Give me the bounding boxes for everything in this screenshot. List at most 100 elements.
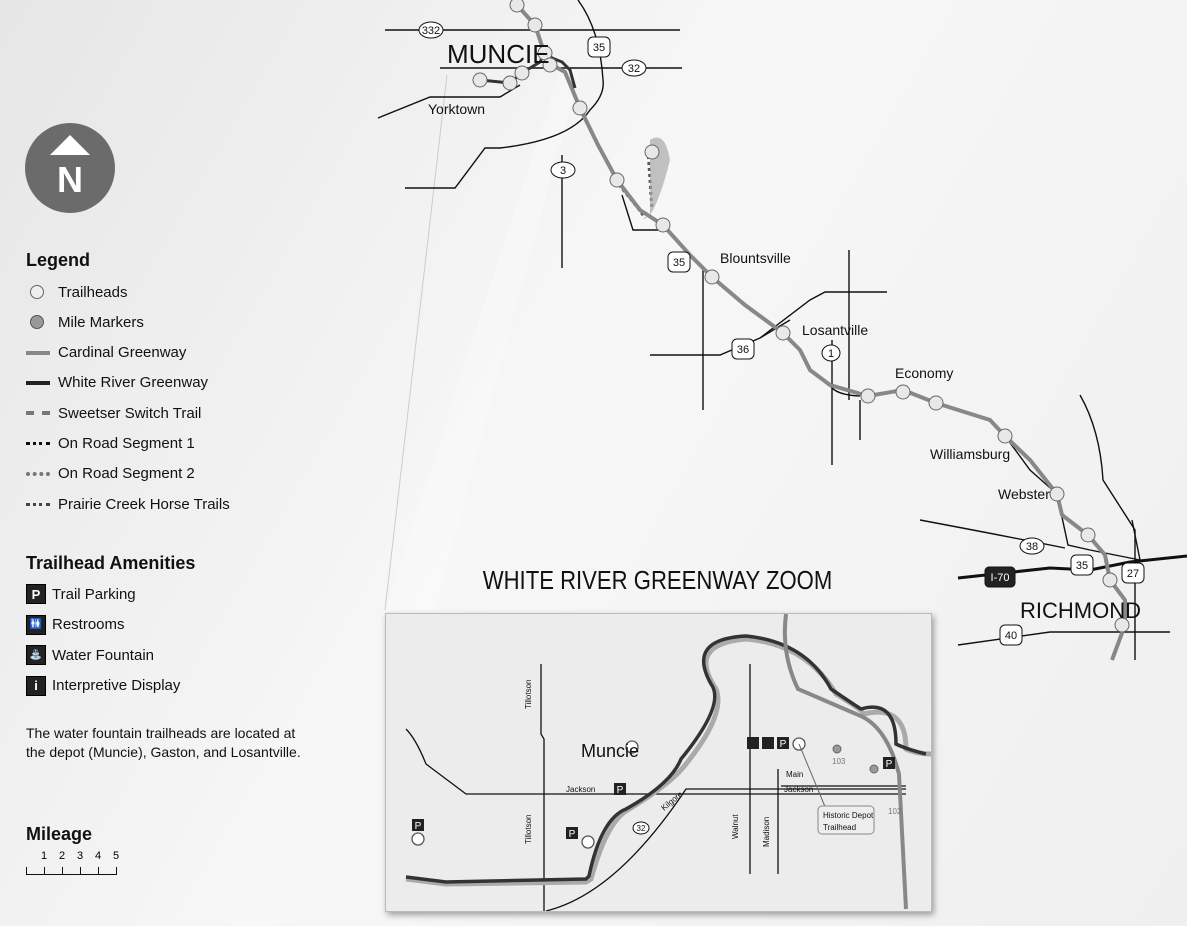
zoom-wedge (385, 70, 580, 610)
route-shield-r32 (621, 59, 647, 77)
route-number-r35b: 35 (673, 257, 685, 269)
amenity-info: i Interpretive Display (26, 675, 181, 696)
route-shield-r1 (821, 344, 841, 362)
legend-item-label: On Road Segment 2 (58, 465, 195, 483)
compass-label: N (57, 159, 83, 200)
scale-tick (80, 867, 81, 875)
trailhead-marker[interactable] (775, 325, 791, 341)
amenity-label: Trail Parking (52, 585, 136, 603)
cardinal-symbol-icon (26, 350, 52, 355)
parking-icon (614, 783, 626, 795)
trailhead-marker[interactable] (514, 65, 530, 81)
parking-label: P (415, 821, 422, 832)
route-number-r35c: 35 (1076, 560, 1088, 572)
amenity-label: Restrooms (52, 616, 125, 633)
legend-item-milemarker: Mile Markers (26, 312, 144, 332)
prairie-symbol-icon (26, 502, 52, 506)
trailhead-marker[interactable] (502, 75, 518, 91)
legend-item-label: Cardinal Greenway (58, 344, 187, 362)
place-webster: Webster (998, 486, 1050, 502)
street-main: Main (786, 770, 803, 779)
legend-item-trailhead: Trailheads (26, 282, 127, 302)
parking-icon (883, 757, 895, 769)
mile-marker-102: 102 (888, 807, 902, 816)
route-number-r3: 3 (560, 165, 566, 177)
route-shield-r3 (550, 161, 576, 179)
street-tillotson: Tillotson (524, 815, 533, 845)
amenities-title: Trailhead Amenities (26, 553, 196, 573)
scale-tick (116, 867, 117, 875)
trailhead-marker[interactable] (1114, 617, 1130, 633)
trailhead-marker[interactable] (1049, 486, 1065, 502)
route-number-r1: 1 (828, 348, 834, 360)
trailhead-marker[interactable] (542, 57, 558, 73)
route-shield-r36 (731, 338, 755, 360)
legend-item-label: White River Greenway (58, 374, 209, 392)
place-richmond: RICHMOND (1020, 598, 1141, 623)
scale-tick (62, 867, 63, 875)
trailhead-marker[interactable] (572, 100, 588, 116)
legend-item-label: Mile Markers (58, 313, 144, 331)
legend-item-road2: On Road Segment 2 (26, 464, 195, 484)
scale-tick (44, 867, 45, 875)
callout-trailhead: Trailhead (823, 823, 856, 832)
mile-marker-103: 103 (832, 757, 846, 766)
legend-item-label: Sweetser Switch Trail (58, 404, 202, 422)
scale-tick-label: 1 (41, 850, 48, 862)
road2-symbol-icon (26, 471, 52, 476)
trailhead-marker[interactable] (644, 144, 660, 160)
trailhead-marker[interactable] (655, 217, 671, 233)
trailhead-marker[interactable] (527, 17, 543, 33)
callout-historic-depot: Historic Depot (823, 811, 874, 820)
trailhead-marker[interactable] (704, 269, 720, 285)
trailhead-marker[interactable] (860, 388, 876, 404)
trailhead-marker[interactable] (928, 395, 944, 411)
scale-tick-label: 4 (95, 850, 102, 862)
amenity-water-fountain: ⛲Water Fountain (26, 645, 154, 665)
amenity-label: Interpretive Display (52, 677, 181, 694)
route-shield-r35a (587, 36, 611, 58)
scale-tick-label: 2 (59, 850, 66, 862)
place-williamsburg: Williamsburg (930, 446, 1010, 462)
route-number-i70: I-70 (991, 572, 1010, 584)
route-number-r36: 36 (737, 344, 749, 356)
restroom-icon: 🚻 (26, 614, 46, 635)
whiteriver-symbol-icon (26, 380, 52, 385)
info-icon: i (26, 675, 46, 696)
parking-label: P (886, 759, 893, 770)
place-yorktown: Yorktown (428, 101, 485, 117)
route-shield-32: 32 (637, 824, 646, 833)
trailhead-marker[interactable] (509, 0, 525, 13)
route-shield-r27 (1121, 562, 1145, 584)
sweetser-symbol-icon (26, 411, 52, 416)
legend-title: Legend (26, 250, 91, 270)
route-shield-r40 (999, 624, 1023, 646)
trailhead-marker[interactable] (1102, 572, 1118, 588)
trailhead-marker[interactable] (609, 172, 625, 188)
water-fountain-icon (747, 737, 759, 749)
inset-title: WHITE RIVER GREENWAY ZOOM (482, 565, 833, 595)
scale-tick-label: 3 (77, 850, 84, 862)
trailhead-marker[interactable] (997, 428, 1013, 444)
route-shield-r35c (1070, 554, 1094, 576)
parking-label: P (617, 785, 624, 796)
parking-icon (412, 819, 424, 831)
milemarker-symbol-icon (26, 315, 52, 330)
trailhead-marker[interactable] (1080, 527, 1096, 543)
route-number-r32: 32 (628, 63, 640, 75)
restroom-icon (762, 737, 774, 749)
street-walnut: Walnut (731, 814, 740, 839)
street-tillotson: Tillotson (524, 680, 533, 710)
route-number-r40: 40 (1005, 630, 1017, 642)
road1-symbol-icon (26, 442, 52, 445)
legend-item-sweetser: Sweetser Switch Trail (26, 403, 201, 423)
scale-tick (98, 867, 99, 875)
trailhead-marker[interactable] (472, 72, 488, 88)
parking-icon (777, 737, 789, 749)
trailhead-marker[interactable] (895, 384, 911, 400)
legend-item-whiteriver: White River Greenway (26, 373, 208, 393)
route-shield-r332 (418, 21, 444, 39)
